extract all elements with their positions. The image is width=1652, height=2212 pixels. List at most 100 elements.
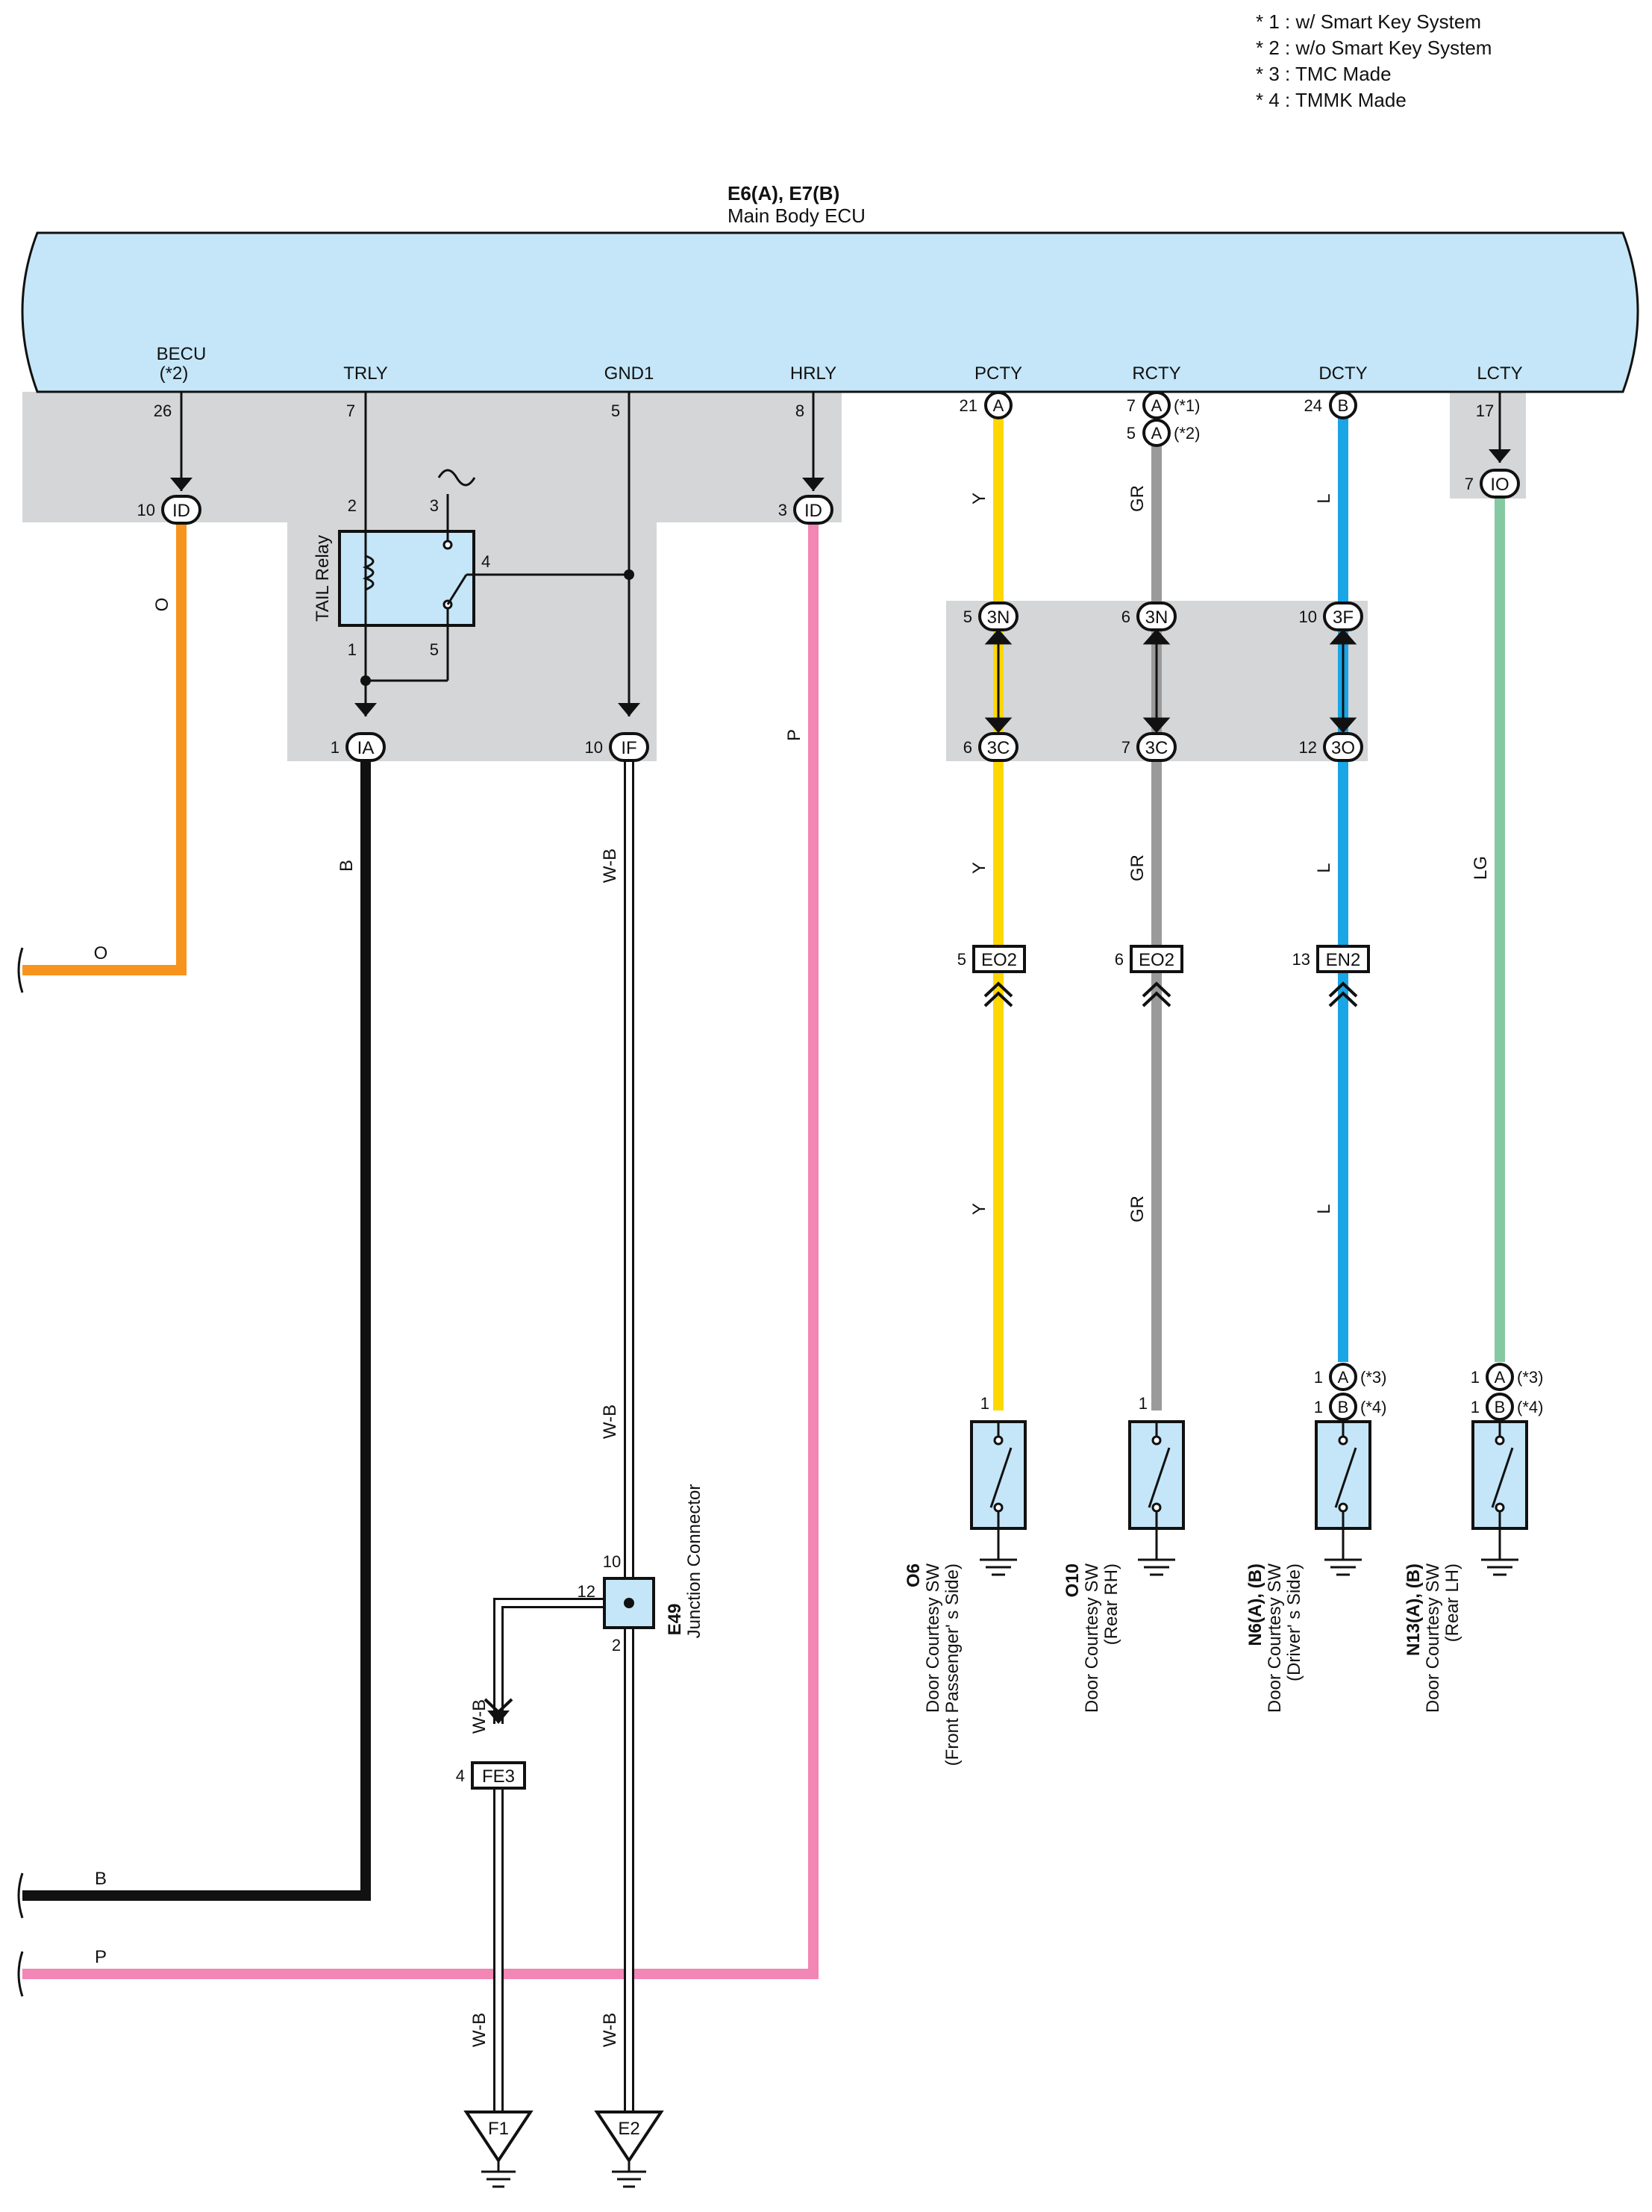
- sw-side-n13: (Rear LH): [1442, 1563, 1462, 1642]
- wire-label-wb-3: W-B: [469, 1699, 489, 1734]
- term-dcty: DCTY: [1318, 363, 1367, 384]
- pin-numbers: 26 7 5 8 21 7 5 24 17 10 3 7 1 10 5 6 10…: [137, 396, 1495, 1785]
- wire-black-b: [22, 761, 371, 1901]
- wire-label-wb-5: W-B: [600, 2013, 620, 2047]
- wire-label-o-h: O: [94, 943, 108, 963]
- term-hrly: HRLY: [790, 363, 836, 384]
- wire-label-y-1: Y: [969, 493, 989, 504]
- conn-io: IO: [1490, 475, 1509, 495]
- conn-a-driver: A: [1338, 1368, 1349, 1387]
- power-source-icon: [437, 469, 476, 487]
- ecu-code: E6(A), E7(B): [728, 182, 839, 204]
- splice-point: [360, 675, 371, 686]
- sw-code-o6: O6: [904, 1563, 924, 1587]
- wire-label-gr-3: GR: [1127, 1196, 1148, 1222]
- wire-label-gr-2: GR: [1127, 855, 1148, 881]
- sw-name-n6: Door Courtesy SW: [1265, 1563, 1285, 1713]
- wire-label-gr-1: GR: [1127, 485, 1148, 512]
- conn-eo2-r: EO2: [1139, 950, 1174, 970]
- wire-label-b: B: [337, 860, 357, 872]
- conn-3f: 3F: [1333, 607, 1354, 628]
- pin-3c-p: 6: [963, 738, 972, 757]
- wire-white-black: [493, 761, 634, 2112]
- pin-sw-d-a: 1: [1314, 1368, 1323, 1387]
- conn-id-hrly: ID: [804, 501, 822, 521]
- ecu-name: Main Body ECU: [728, 204, 866, 227]
- pin-ia: 1: [331, 738, 340, 757]
- note-3: * 3 : TMC Made: [1256, 63, 1392, 85]
- cond-rearlh-3: (*3): [1517, 1368, 1543, 1387]
- relay-pin-2: 2: [348, 496, 357, 515]
- sw-side-n6: (Driver' s Side): [1284, 1563, 1304, 1681]
- arrowheads: [170, 449, 1511, 1724]
- conn-a-rearlh: A: [1495, 1368, 1506, 1387]
- junction-code: E49: [665, 1604, 685, 1636]
- note-4: * 4 : TMMK Made: [1256, 89, 1407, 111]
- chevron-icons: [484, 981, 1358, 1714]
- wire-label-l-2: L: [1314, 863, 1334, 872]
- junction-connector-e49: [603, 1577, 655, 1629]
- conn-3n-p: 3N: [987, 607, 1010, 628]
- wire-label-y-3: Y: [969, 1203, 989, 1215]
- switch-rear-rh: [1128, 1420, 1185, 1576]
- pin-fe3: 4: [456, 1766, 465, 1785]
- pin-rcty-a: 7: [1127, 396, 1136, 415]
- wire-label-l-3: L: [1314, 1204, 1334, 1213]
- pin-3n-r: 6: [1121, 607, 1130, 626]
- note-1: * 1 : w/ Smart Key System: [1256, 10, 1481, 33]
- pin-sw-p: 1: [980, 1394, 989, 1413]
- conn-3o: 3O: [1331, 738, 1355, 758]
- pin-sw-l-b: 1: [1471, 1398, 1480, 1416]
- condition-notes: * 1 : w/ Smart Key System * 2 : w/o Smar…: [1256, 10, 1492, 111]
- sw-name-o6: Door Courtesy SW: [923, 1563, 943, 1713]
- pin-pcty: 21: [960, 396, 977, 415]
- conn-b-rearlh: B: [1495, 1398, 1506, 1416]
- wire-label-y-2: Y: [969, 862, 989, 874]
- wire-pink-p: [22, 522, 819, 1979]
- cond-rcty-2: (*2): [1174, 424, 1200, 443]
- note-2: * 2 : w/o Smart Key System: [1256, 37, 1492, 59]
- conn-if: IF: [621, 738, 636, 758]
- splice-point: [624, 569, 634, 580]
- wire-label-l-1: L: [1314, 493, 1334, 503]
- tail-relay: [338, 530, 475, 627]
- pin-trly: 7: [346, 402, 355, 420]
- wire-label-lg: LG: [1471, 856, 1491, 880]
- pin-3c-r: 7: [1121, 738, 1130, 757]
- pin-3n-p: 5: [963, 607, 972, 626]
- e49-pin-2: 2: [612, 1636, 621, 1655]
- conn-3n-r: 3N: [1145, 607, 1168, 628]
- relay-pin-1: 1: [348, 640, 357, 659]
- sw-code-o10: O10: [1063, 1563, 1083, 1597]
- conn-id-becu: ID: [172, 501, 190, 521]
- term-rcty: RCTY: [1132, 363, 1180, 384]
- junction-arrows: [984, 628, 1357, 734]
- conn-b-driver: B: [1338, 1398, 1349, 1416]
- pin-en2: 13: [1292, 950, 1310, 969]
- wire-break-marks: [17, 947, 24, 1997]
- conn-ia: IA: [357, 738, 375, 758]
- conn-eo2-p: EO2: [981, 950, 1017, 970]
- term-gnd1: GND1: [604, 363, 654, 384]
- relay-name: TAIL Relay: [313, 535, 333, 622]
- e49-pin-12: 12: [578, 1582, 595, 1601]
- conn-3c-p: 3C: [987, 738, 1010, 758]
- switch-driver: [1315, 1420, 1371, 1576]
- conn-a-rcty-1: A: [1151, 396, 1163, 415]
- term-becu: BECU: [157, 344, 207, 364]
- pin-id-becu: 10: [137, 501, 155, 519]
- relay-coil-icon: [362, 554, 375, 591]
- cond-rearlh-4: (*4): [1517, 1398, 1543, 1416]
- pin-becu: 26: [154, 402, 172, 420]
- switch-front-passenger: [970, 1420, 1027, 1576]
- term-becu-note: (*2): [160, 363, 189, 384]
- term-lcty: LCTY: [1477, 363, 1522, 384]
- junction-name: Junction Connector: [684, 1484, 704, 1639]
- sw-side-o6: (Front Passenger' s Side): [942, 1563, 963, 1766]
- ground-f1-label: F1: [488, 2119, 509, 2139]
- conn-a-pcty: A: [993, 396, 1004, 415]
- conn-a-rcty-2: A: [1151, 424, 1163, 443]
- pin-sw-d-b: 1: [1314, 1398, 1323, 1416]
- circle-connectors: A A A B A B A B: [984, 391, 1514, 1421]
